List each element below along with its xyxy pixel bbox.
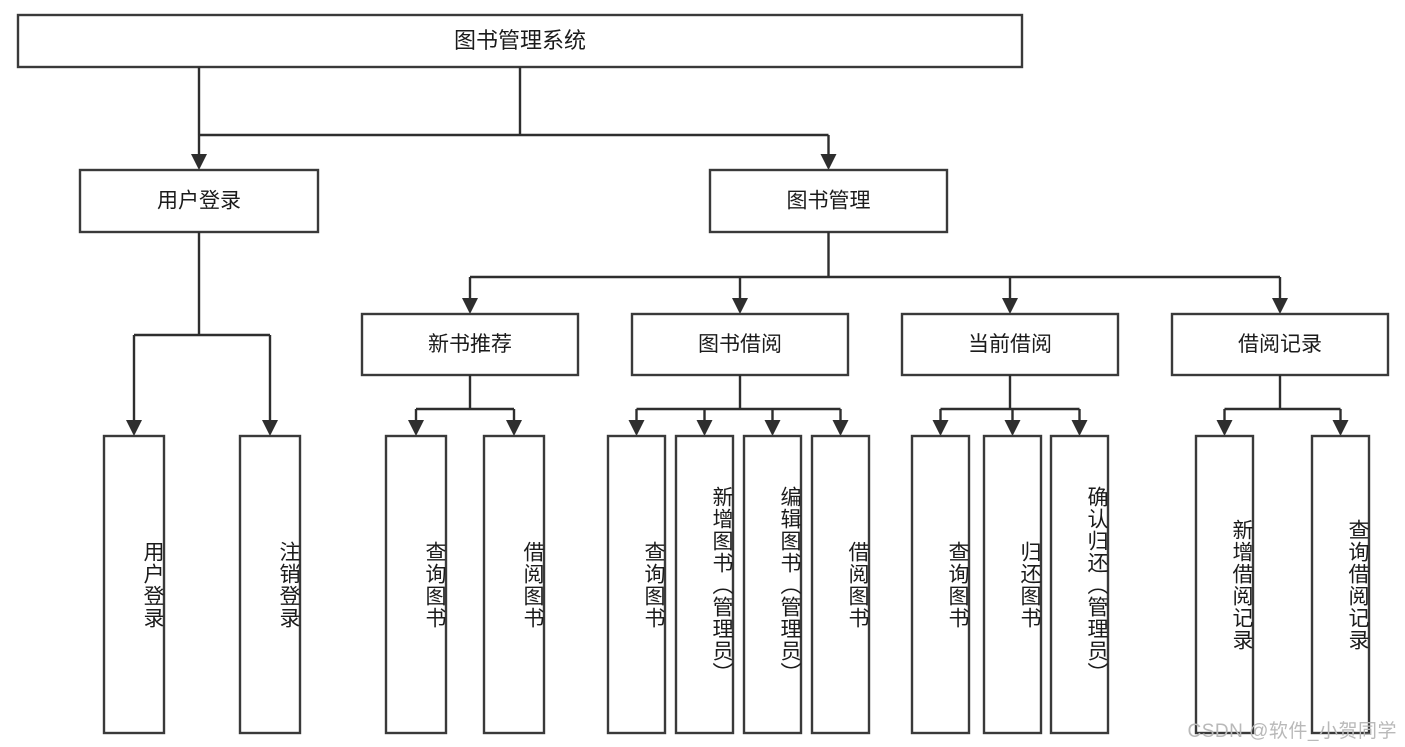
book-borrow-to-leaf-borrow-book-arrowhead [832, 420, 849, 436]
node-new-book-recommend-box[interactable] [360, 312, 580, 377]
node-book-borrow-box[interactable] [630, 312, 850, 377]
book-management-to-borrow-record-arrowhead [1272, 298, 1288, 314]
borrow-record-to-leaf-add-borrow-record-arrowhead [1216, 420, 1233, 436]
node-root-box[interactable] [16, 13, 1024, 69]
book-borrow-to-leaf-add-book-admin-arrowhead [696, 420, 713, 436]
node-user-login-label: 用户登录 [157, 190, 241, 213]
csdn-watermark: CSDN @软件_小贺同学 [1187, 721, 1397, 742]
node-current-borrow-label: 当前借阅 [968, 333, 1052, 356]
borrow-record-to-leaf-query-borrow-record-arrowhead [1332, 420, 1349, 436]
node-leaf-borrow-book-box[interactable] [810, 434, 871, 735]
node-borrow-record-box[interactable] [1170, 312, 1390, 377]
node-current-borrow-box[interactable] [900, 312, 1120, 377]
book-management-to-current-borrow-arrowhead [1002, 298, 1018, 314]
current-borrow-to-leaf-return-book-arrowhead [1004, 420, 1021, 436]
root-to-user-login-arrowhead [191, 154, 207, 170]
book-borrow-to-leaf-query-book-borrow-arrowhead [628, 420, 645, 436]
node-borrow-record-label: 借阅记录 [1238, 333, 1322, 356]
user-login-to-leaf-user-logout-arrowhead [262, 420, 278, 436]
node-book-borrow-label: 图书借阅 [698, 333, 782, 356]
current-borrow-to-leaf-query-book-current-arrowhead [932, 420, 949, 436]
node-leaf-query-book-new-box[interactable] [384, 434, 448, 735]
node-leaf-add-book-admin-box[interactable] [674, 434, 735, 735]
new-book-recommend-to-leaf-borrow-book-new-arrowhead [506, 420, 522, 436]
node-leaf-query-book-current-box[interactable] [910, 434, 971, 735]
node-leaf-confirm-return-admin-box[interactable] [1049, 434, 1110, 735]
book-borrow-to-leaf-edit-book-admin-arrowhead [764, 420, 781, 436]
node-leaf-user-login-box[interactable] [102, 434, 166, 735]
node-root-label: 图书管理系统 [454, 28, 586, 53]
root-to-book-management-arrowhead [820, 154, 837, 170]
current-borrow-to-leaf-confirm-return-admin-arrowhead [1071, 420, 1088, 436]
book-management-to-book-borrow-arrowhead [732, 298, 748, 314]
node-book-management-box[interactable] [708, 168, 949, 234]
node-book-management-label: 图书管理 [787, 190, 871, 213]
node-leaf-return-book-box[interactable] [982, 434, 1043, 735]
node-leaf-edit-book-admin-box[interactable] [742, 434, 803, 735]
node-leaf-query-borrow-record-box[interactable] [1310, 434, 1371, 735]
node-leaf-query-book-borrow-box[interactable] [606, 434, 667, 735]
node-new-book-recommend-label: 新书推荐 [428, 333, 512, 356]
book-management-to-new-book-recommend-arrowhead [462, 298, 478, 314]
user-login-to-leaf-user-login-arrowhead [126, 420, 142, 436]
node-leaf-user-logout-box[interactable] [238, 434, 302, 735]
node-leaf-borrow-book-new-box[interactable] [482, 434, 546, 735]
new-book-recommend-to-leaf-query-book-new-arrowhead [408, 420, 424, 436]
node-leaf-add-borrow-record-box[interactable] [1194, 434, 1255, 735]
